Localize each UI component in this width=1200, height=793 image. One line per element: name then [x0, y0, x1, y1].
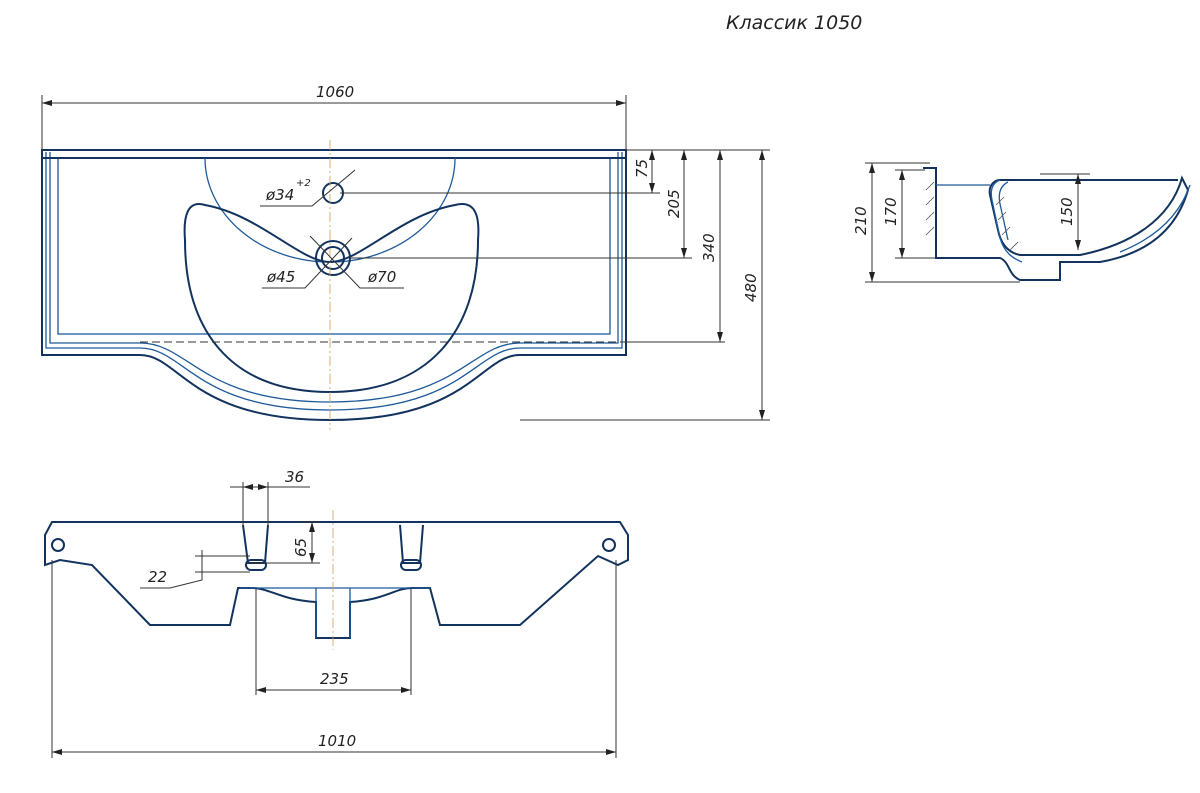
dim-480: 480	[742, 273, 760, 302]
section-outline	[923, 167, 1190, 281]
dim-tap-diameter: ø34	[265, 186, 294, 204]
side-view: 210 170 150	[852, 162, 1191, 283]
fixing-hole-left	[51, 538, 65, 552]
dim-22: 22	[148, 568, 167, 586]
dim-1060: 1060	[316, 83, 354, 101]
dim-75: 75	[633, 159, 651, 178]
slot-left	[245, 559, 267, 571]
dim-36: 36	[285, 468, 304, 486]
dim-1010: 1010	[318, 732, 356, 750]
dim-tap-tolerance: +2	[296, 178, 311, 189]
dim-340: 340	[700, 233, 718, 262]
dim-170: 170	[882, 197, 900, 226]
drawing-title: Классик 1050	[726, 12, 862, 34]
inner-deck	[57, 157, 611, 335]
dim-drain-inner: ø45	[266, 268, 295, 286]
top-view: 1060 75 205 340 480 ø34 +2 ø45 ø70	[41, 83, 770, 430]
dim-65: 65	[292, 538, 310, 557]
fixing-hole-right	[602, 538, 616, 552]
dim-drain-outer: ø70	[367, 268, 396, 286]
front-view: 36 65 22 235 1010	[44, 468, 629, 758]
drain-inner	[321, 246, 345, 270]
top-view-outline	[41, 149, 627, 422]
dim-210: 210	[852, 206, 870, 235]
dim-150: 150	[1058, 197, 1076, 226]
rim-line	[45, 152, 623, 411]
rim-line-2	[49, 152, 619, 403]
basin-outline	[183, 203, 480, 394]
section-inner	[936, 179, 1191, 263]
dim-235: 235	[320, 670, 349, 688]
front-outline	[44, 521, 629, 639]
slot-right	[400, 559, 422, 571]
dim-205: 205	[665, 189, 683, 218]
